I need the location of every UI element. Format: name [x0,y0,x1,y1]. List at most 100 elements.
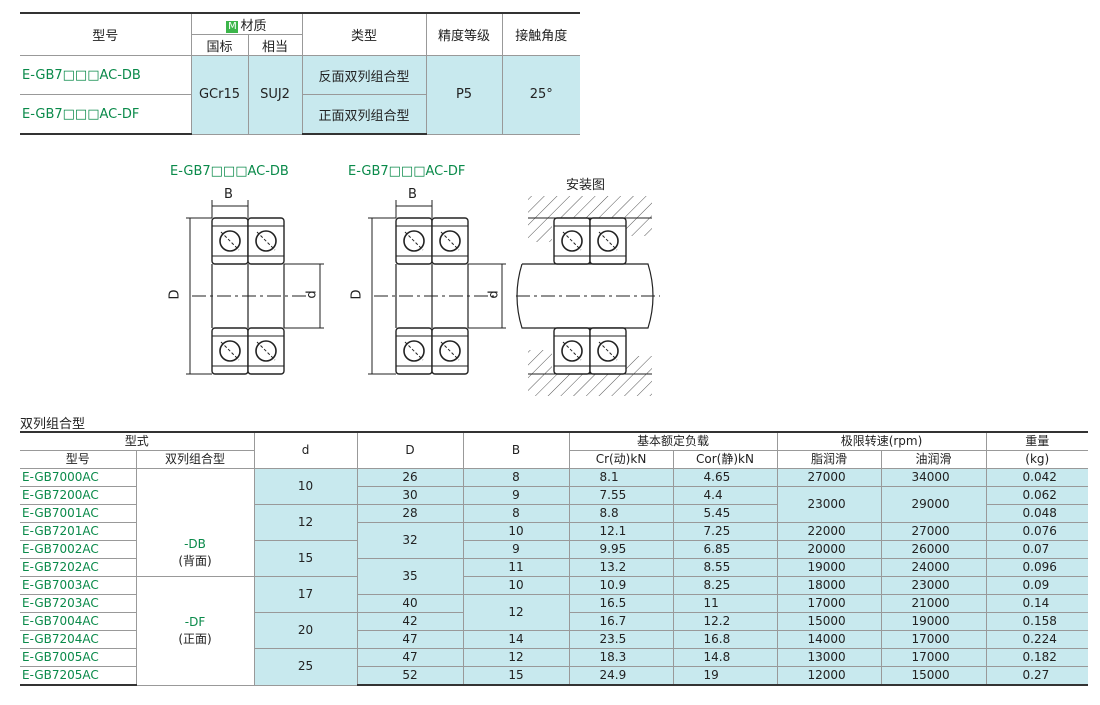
D-cell: 28 [356,504,464,523]
grease-cell: 15000 [776,612,882,631]
model-cell: E-GB7003AC [20,576,137,595]
table-row: E-GB7005AC 25 47 12 18.3 14.8 13000 1700… [20,648,1088,686]
dim-d-label-df: d [486,290,502,299]
header-d: d [253,431,358,469]
grease-cell: 27000 [776,468,882,487]
D-cell: 30 [356,486,464,505]
cor-cell: 7.25 [672,522,778,541]
model-cell: E-GB7200AC [20,486,137,505]
header-D: D [356,431,464,469]
section-title: 双列组合型 [20,417,86,432]
cor-cell: 4.4 [672,486,778,505]
model-cell: E-GB7004AC [20,612,137,631]
oil-cell: 15000 [880,666,987,686]
cr-cell: 24.9 [568,666,674,686]
grease-cell: 14000 [776,630,882,649]
D-cell: 35 [356,558,464,595]
B-cell: 14 [462,630,570,649]
B-cell: 8 [462,468,570,487]
oil-cell: 19000 [880,612,987,631]
header-double-type: 双列组合型 [135,450,255,469]
cr-cell: 9.95 [568,540,674,559]
cor-cell: 5.45 [672,504,778,523]
table-row: E-GB7205AC 52 15 24.9 19 12000 15000 0.2… [20,666,1088,686]
model-cell: E-GB7202AC [20,558,137,577]
spec-header-precision: 精度等级 [425,12,503,56]
cr-cell: 23.5 [568,630,674,649]
table-row: E-GB7202AC 35 11 13.2 8.55 19000 24000 0… [20,558,1088,595]
D-cell: 40 [356,594,464,613]
D-cell: 47 [356,630,464,649]
grease-cell: 20000 [776,540,882,559]
spec-header-national: 国标 [190,34,249,56]
spec-precision-value: P5 [425,55,503,135]
table-row: E-GB7201AC 32 10 12.1 7.25 22000 27000 0… [20,522,1088,559]
spec-model-db: E-GB7□□□AC-DB [20,55,192,95]
B-cell: 10 [462,522,570,541]
header-cor: Cor(静)kN [672,450,778,469]
cr-cell: 7.55 [568,486,674,505]
B-cell: 12 [462,594,570,631]
weight-cell: 0.042 [985,468,1088,487]
cor-cell: 19 [672,666,778,686]
type-db-note: (背面) [178,554,212,568]
table-row: E-GB7204AC 47 14 23.5 16.8 14000 17000 0… [20,630,1088,649]
spec-type-db: 反面双列组合型 [301,55,427,95]
D-cell: 47 [356,648,464,667]
drawing-label-install: 安装图 [566,178,606,193]
header-cr: Cr(动)kN [568,450,674,469]
type-df-cell: -DF(正面) [135,576,255,686]
dim-D-label-db: D [167,289,183,300]
d-cell: 17 [253,576,358,613]
install-diagram-graphic [516,196,660,396]
model-cell: E-GB7203AC [20,594,137,613]
B-cell: 15 [462,666,570,686]
dim-b-label-df: B [408,187,417,202]
type-db-cell: -DB (背面) [135,468,255,577]
weight-cell: 0.158 [985,612,1088,631]
model-cell: E-GB7000AC [20,468,137,487]
D-cell: 32 [356,522,464,559]
table-row: E-GB7200AC 30 9 7.55 4.4 23000 29000 0.0… [20,486,1088,523]
table-row: E-GB7000AC -DB(背面) 10 26 8 8.1 4.65 2700… [20,468,1088,577]
d-cell: 10 [253,468,358,505]
model-cell: E-GB7002AC [20,540,137,559]
B-cell: 12 [462,648,570,667]
grease-cell: 17000 [776,594,882,613]
bearing-spec-table: 型式 d D B 基本额定负载 极限转速(rpm) 重量 型号 双列组合型 Cr… [20,431,1088,686]
d-cell: 20 [253,612,358,649]
drawing-label-db: E-GB7□□□AC-DB [170,164,289,179]
cr-cell: 8.8 [568,504,674,523]
spec-equivalent-value: SUJ2 [247,55,303,135]
bearing-drawing-svg [186,196,660,396]
grease-cell: 22000 [776,522,882,541]
D-cell: 42 [356,612,464,631]
header-weight-unit: (kg) [985,450,1088,469]
weight-cell: 0.07 [985,540,1088,559]
oil-cell: 26000 [880,540,987,559]
spec-header-angle: 接触角度 [501,12,580,56]
B-cell: 11 [462,558,570,577]
grease-cell: 13000 [776,648,882,667]
header-weight: 重量 [985,431,1088,451]
model-cell: E-GB7204AC [20,630,137,649]
model-cell: E-GB7001AC [20,504,137,523]
spec-header-equivalent: 相当 [247,34,303,56]
header-speed: 极限转速(rpm) [776,431,987,451]
D-cell: 52 [356,666,464,686]
cor-cell: 4.65 [672,468,778,487]
grease-cell: 18000 [776,576,882,595]
weight-cell: 0.27 [985,666,1088,686]
cr-cell: 10.9 [568,576,674,595]
type-df-note: (正面) [178,631,212,646]
dim-d-label-db: d [304,290,320,299]
header-oil: 油润滑 [880,450,987,469]
B-cell: 9 [462,540,570,559]
model-cell: E-GB7205AC [20,666,137,686]
model-cell: E-GB7201AC [20,522,137,541]
type-db-label: -DB [184,537,206,551]
table-row: E-GB7004AC 20 42 16.7 12.2 15000 19000 0… [20,612,1088,649]
oil-cell: 21000 [880,594,987,613]
